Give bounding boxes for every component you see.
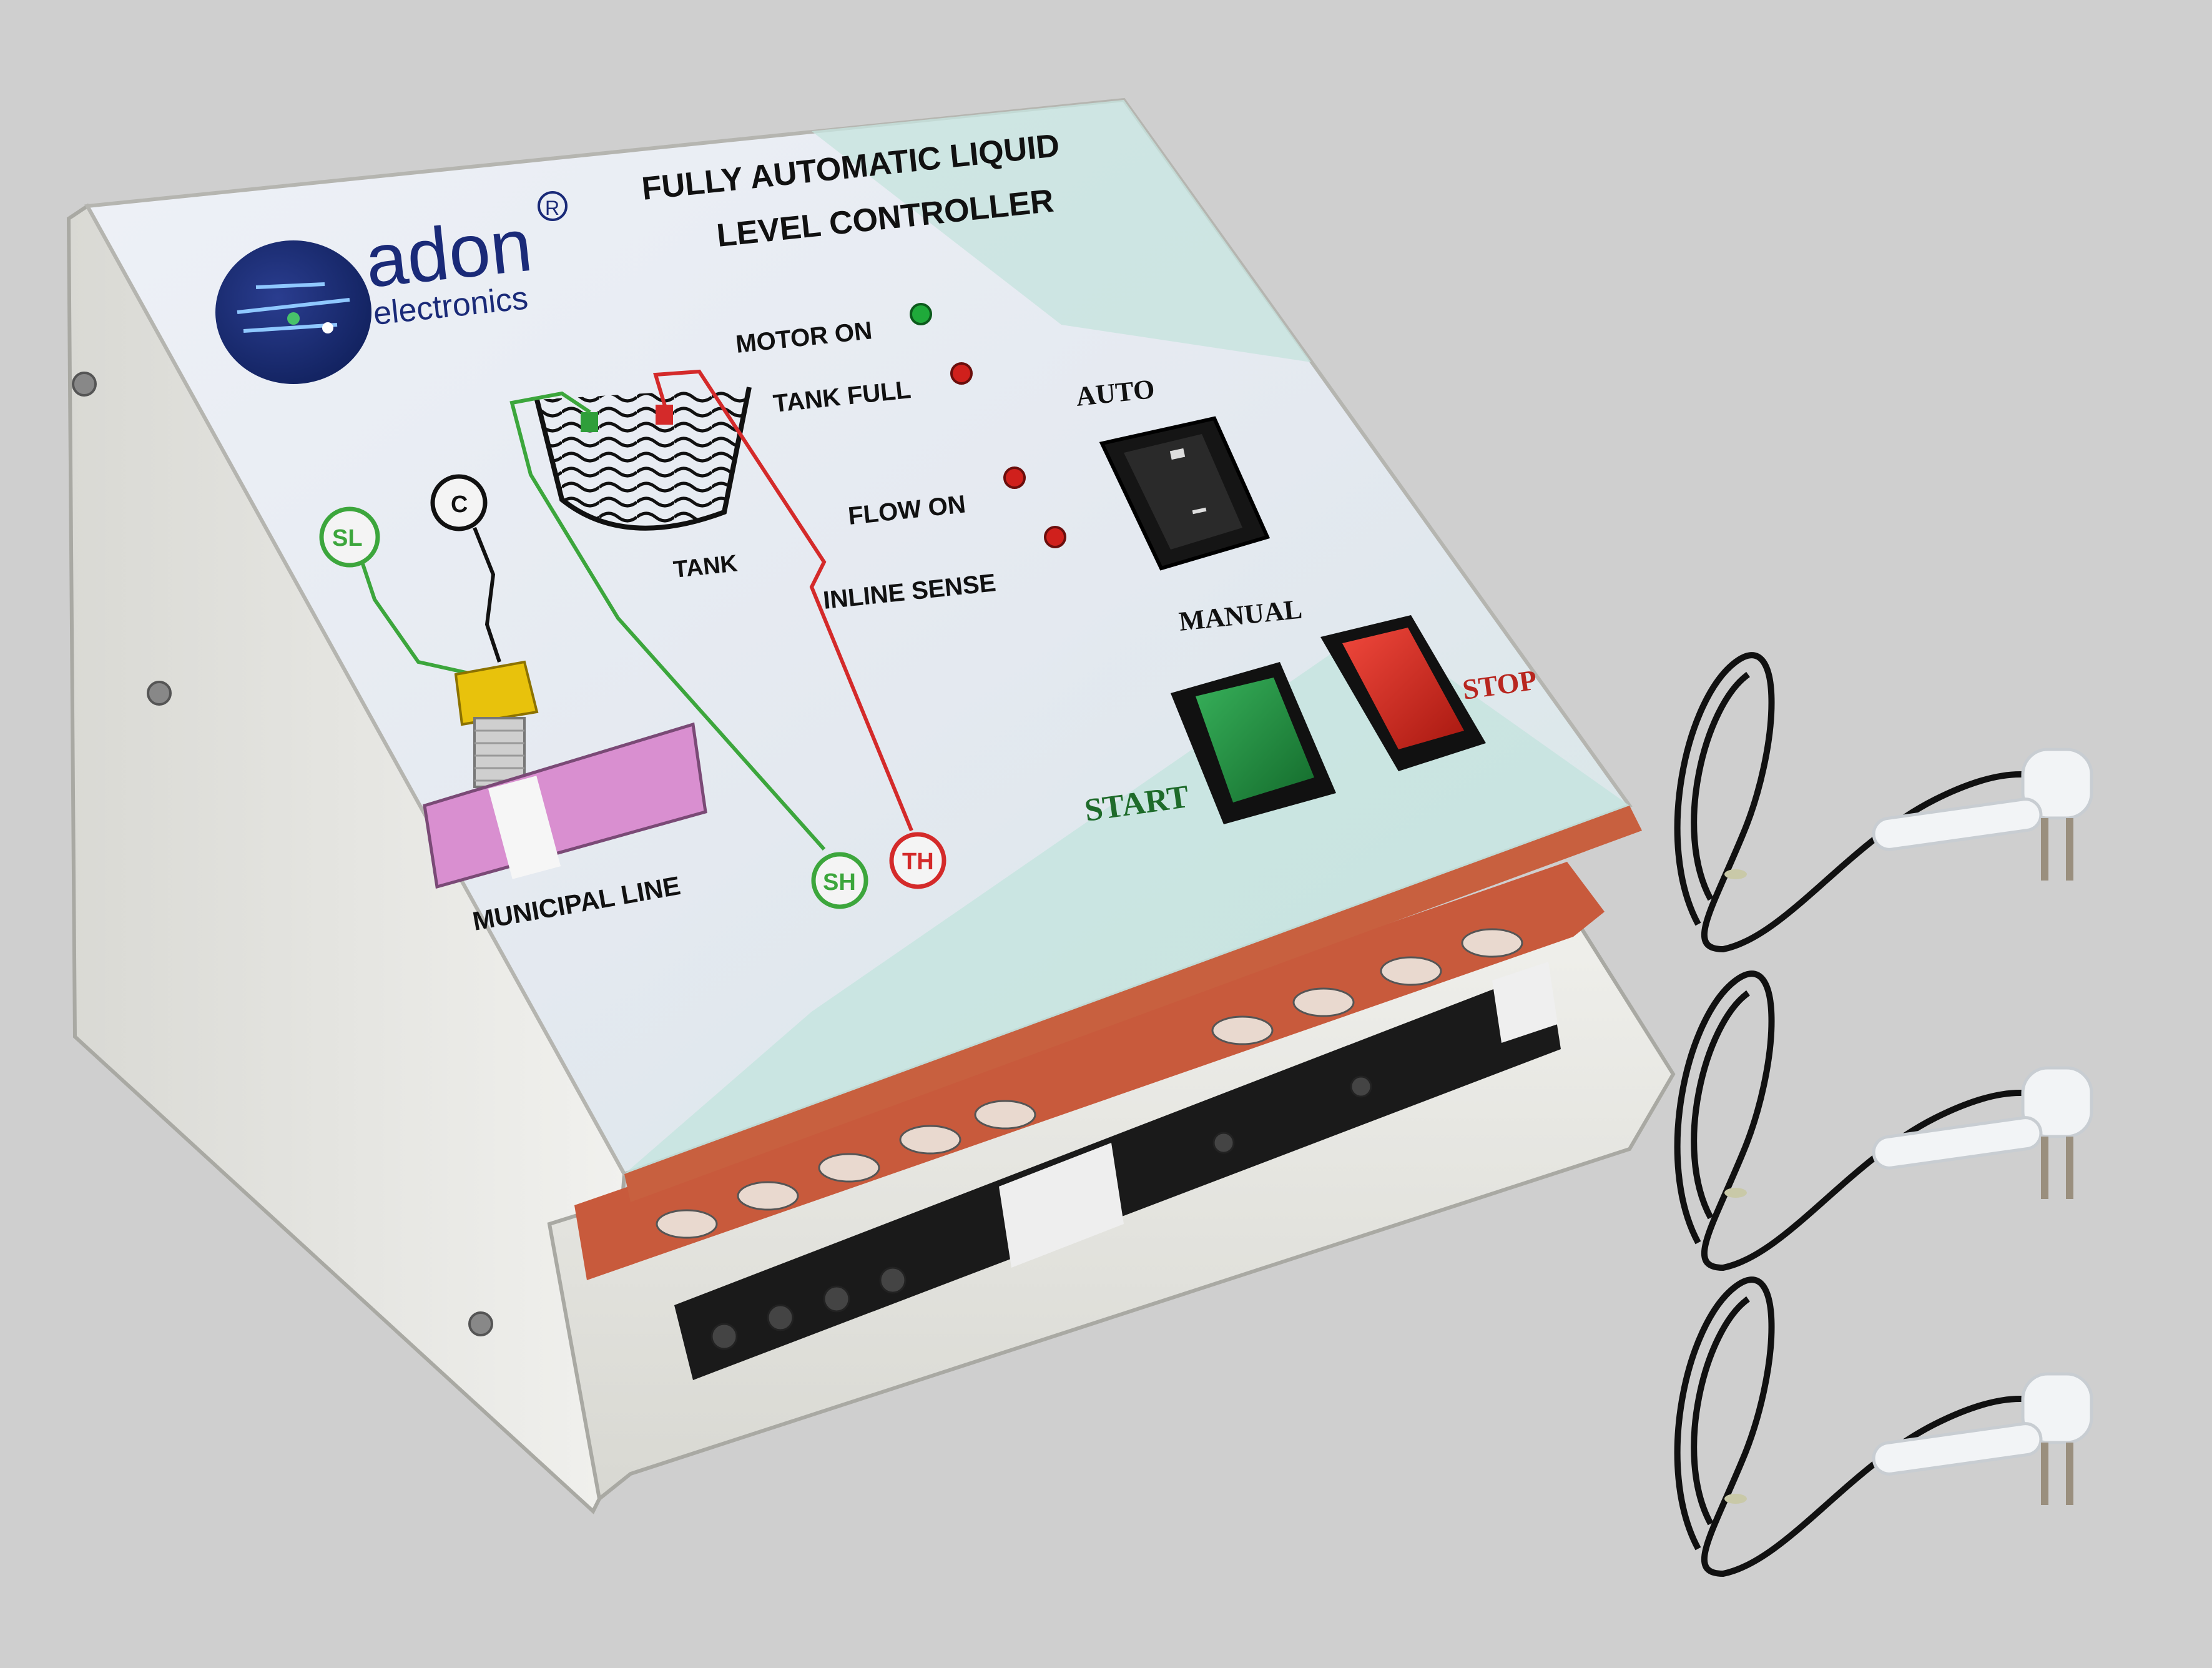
sl-terminal-icon [319,506,380,568]
mode-switch-group: AUTO MANUAL [1074,373,1304,637]
brand-name: adon [361,203,536,303]
screw [147,681,172,706]
controller-unit [66,97,1676,1514]
inline-sense-led [1044,526,1066,548]
municipal-pipe-icon [423,722,707,889]
c-label: C [451,491,468,518]
terminal-labels [656,928,1523,1239]
sh-terminal-icon [811,852,868,909]
tank-icon [534,387,752,531]
probe-head-icon [1872,1372,2093,1505]
th-label: TH [902,849,934,875]
panel-accent [624,624,1630,1174]
stop-button[interactable] [1320,615,1486,771]
panel-accent [812,100,1311,362]
probe-head-icon [1872,1066,2093,1199]
flow-on-led [1003,466,1026,489]
sensor-probe-3 [1674,1276,2093,1577]
terminal-screws [710,1075,1372,1350]
terminal-block [1492,962,1558,1043]
registered-mark-icon [538,191,568,221]
wiring-diagram: TANK SH TH SL C MUNICIPAL LINE [319,369,946,936]
terminal-block [999,1143,1124,1268]
sensor-probe-1 [1674,652,2093,953]
motor-on-led [910,303,932,325]
th-terminal-icon [889,832,946,889]
brand-logo: adon electronics R [215,191,568,384]
tank-green-probe [581,412,598,432]
screw [468,1311,493,1336]
screw [72,372,97,397]
sl-label: SL [332,525,363,551]
panel-edge [624,806,1642,1202]
registered-mark: R [545,197,559,219]
c-terminal-icon [430,474,488,531]
inline-sensor-icon [454,660,539,726]
tank-full-led [950,362,973,385]
tank-red-probe [656,405,673,425]
start-button[interactable] [1171,662,1336,824]
sensor-probe-set [1674,652,2093,1577]
probe-head-icon [1872,748,2093,881]
sh-label: SH [823,869,856,896]
sensor-probe-2 [1674,970,2093,1271]
auto-manual-rocker-switch[interactable] [1099,416,1271,571]
